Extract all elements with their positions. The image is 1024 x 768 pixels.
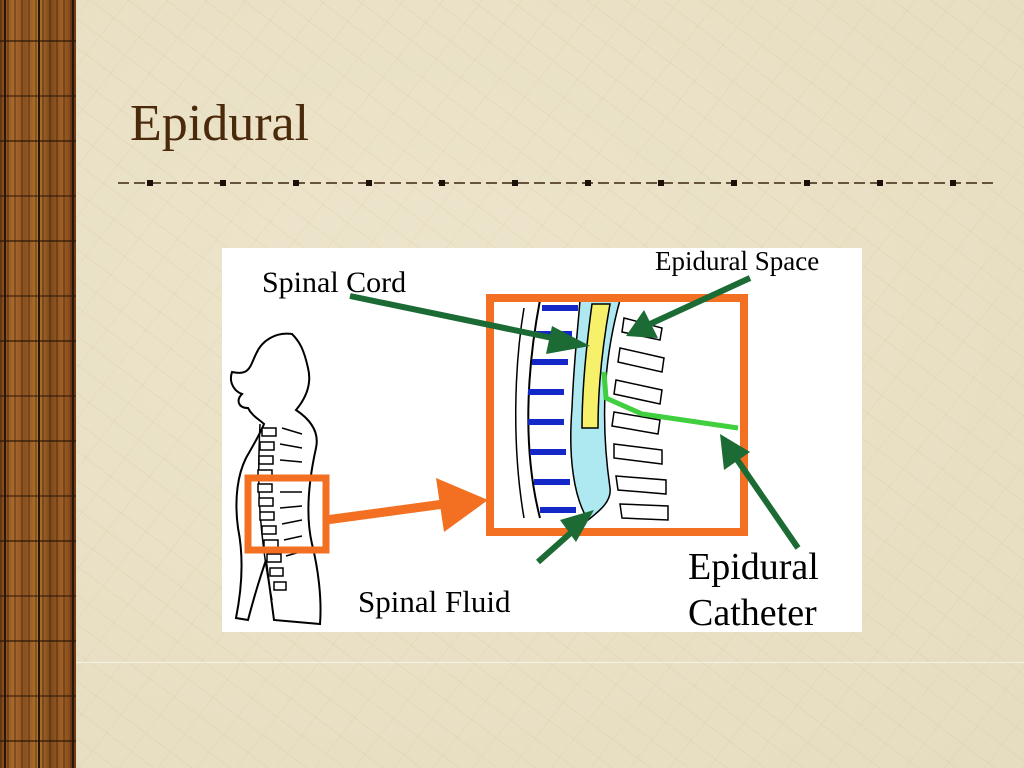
zoom-highlight-box <box>486 294 748 536</box>
label-spinal-cord: Spinal Cord <box>262 266 407 299</box>
label-epidural-space: Epidural Space <box>655 246 820 276</box>
zoom-arrow-shaft <box>325 499 445 525</box>
spinal-cord-region <box>581 303 611 429</box>
small-highlight-box <box>244 474 330 554</box>
zoomed-spine <box>514 299 739 522</box>
body-spine <box>257 423 303 601</box>
footer-rule <box>76 662 1024 663</box>
pointer-arrows <box>349 275 801 565</box>
epidural-catheter-line <box>601 371 739 431</box>
wood-side-panel <box>0 0 76 768</box>
zoom-arrow-head <box>436 478 488 532</box>
label-epidural-catheter-line1: Epidural <box>688 546 819 588</box>
label-spinal-fluid: Spinal Fluid <box>358 584 511 619</box>
slide-title: Epidural <box>130 95 310 152</box>
wood-groove <box>38 0 40 768</box>
wood-groove <box>4 0 6 768</box>
human-silhouette <box>230 332 322 626</box>
dotted-divider <box>118 180 993 186</box>
diagram-artwork <box>230 275 801 626</box>
epidural-diagram: Spinal Cord Epidural Space Spinal Fluid … <box>222 248 862 632</box>
wood-groove <box>72 0 74 768</box>
label-epidural-catheter-line2: Catheter <box>688 592 817 634</box>
